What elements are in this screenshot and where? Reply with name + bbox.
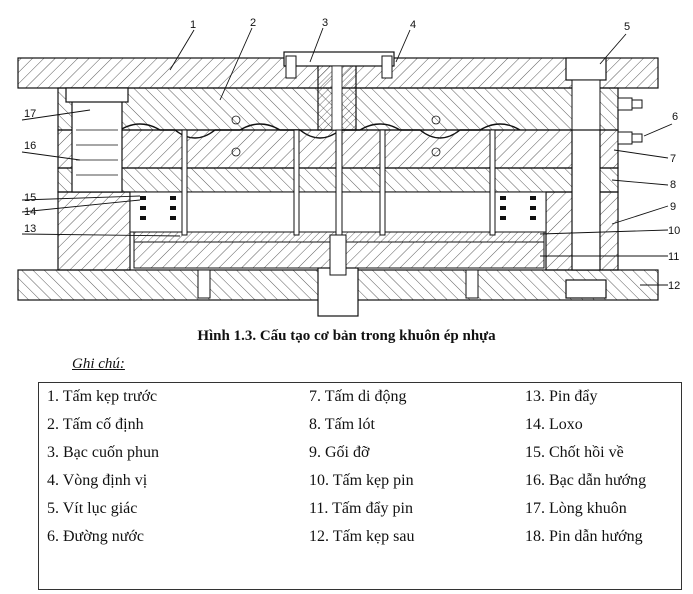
legend-item: 2. Tấm cố định bbox=[47, 416, 144, 433]
label-13: 13 bbox=[24, 223, 36, 235]
label-8: 8 bbox=[670, 179, 676, 191]
label-6: 6 bbox=[672, 111, 678, 123]
label-17: 17 bbox=[24, 108, 36, 120]
label-4: 4 bbox=[410, 19, 416, 31]
legend-item: 15. Chốt hồi về bbox=[525, 444, 624, 461]
label-9: 9 bbox=[670, 201, 676, 213]
legend-item: 1. Tấm kẹp trước bbox=[47, 388, 158, 405]
legend-item: 8. Tấm lót bbox=[309, 416, 375, 433]
legend-item: 5. Vít lục giác bbox=[47, 500, 138, 517]
label-10: 10 bbox=[668, 225, 680, 237]
legend-item: 4. Vòng định vị bbox=[47, 472, 148, 489]
legend-item: 11. Tấm đẩy pin bbox=[309, 500, 413, 517]
label-11: 11 bbox=[668, 251, 679, 263]
hex-screw-head bbox=[565, 57, 607, 81]
crosshairs bbox=[231, 115, 441, 157]
label-3: 3 bbox=[322, 17, 328, 29]
guide-bushing bbox=[71, 91, 123, 193]
legend-item: 17. Lòng khuôn bbox=[525, 500, 627, 517]
legend-item: 18. Pin dẫn hướng bbox=[525, 528, 643, 545]
note-label: Ghi chú: bbox=[72, 356, 125, 372]
legend-item: 16. Bạc dẫn hướng bbox=[525, 472, 647, 489]
ring-screw-right bbox=[381, 55, 393, 79]
label-15: 15 bbox=[24, 192, 36, 204]
legend-item: 9. Gối đỡ bbox=[309, 444, 370, 461]
bottom-bolt-right bbox=[465, 269, 479, 299]
locating-ring bbox=[283, 51, 395, 67]
legend-column-1: 1. Tấm kẹp trước 2. Tấm cố định 3. Bạc c… bbox=[47, 383, 159, 551]
ring-screw-left bbox=[285, 55, 297, 79]
legend-item: 12. Tấm kẹp sau bbox=[309, 528, 415, 545]
ejector-pins bbox=[181, 129, 496, 236]
knockout-rod-inner bbox=[329, 234, 347, 276]
legend-column-2: 7. Tấm di động 8. Tấm lót 9. Gối đỡ 10. … bbox=[309, 383, 414, 551]
label-5: 5 bbox=[624, 21, 630, 33]
label-14: 14 bbox=[24, 206, 36, 218]
legend-column-3: 13. Pin đẩy 14. Loxo 15. Chốt hồi về 16.… bbox=[525, 383, 646, 551]
label-1: 1 bbox=[190, 19, 196, 31]
label-2: 2 bbox=[250, 17, 256, 29]
leader-lines bbox=[21, 27, 673, 286]
knockout-rod bbox=[317, 267, 359, 317]
legend-item: 10. Tấm kẹp pin bbox=[309, 472, 414, 489]
legend-item: 13. Pin đẩy bbox=[525, 388, 598, 405]
legend-item: 3. Bạc cuốn phun bbox=[47, 444, 159, 461]
legend-item: 6. Đường nước bbox=[47, 528, 144, 545]
hex-screw-shank bbox=[571, 79, 601, 131]
return-springs bbox=[140, 196, 536, 220]
sprue-channel bbox=[331, 65, 343, 131]
figure-caption: Hình 1.3. Cấu tạo cơ bản trong khuôn ép … bbox=[197, 328, 496, 344]
legend-item: 14. Loxo bbox=[525, 416, 583, 433]
support-block-left bbox=[57, 191, 131, 271]
label-12: 12 bbox=[668, 280, 680, 292]
bottom-screw-head bbox=[565, 279, 607, 299]
bottom-bolt-left bbox=[197, 269, 211, 299]
guide-bushing-head bbox=[65, 87, 129, 103]
label-16: 16 bbox=[24, 140, 36, 152]
legend-item: 7. Tấm di động bbox=[309, 388, 407, 405]
mold-cross-section-diagram: 1 2 3 4 5 6 7 8 9 10 11 12 13 14 15 16 1… bbox=[17, 17, 680, 317]
legend-box: 1. Tấm kẹp trước 2. Tấm cố định 3. Bạc c… bbox=[38, 382, 682, 590]
central-pin bbox=[335, 129, 343, 243]
guide-pin bbox=[571, 129, 601, 271]
label-7: 7 bbox=[670, 153, 676, 165]
water-fittings bbox=[617, 97, 643, 145]
